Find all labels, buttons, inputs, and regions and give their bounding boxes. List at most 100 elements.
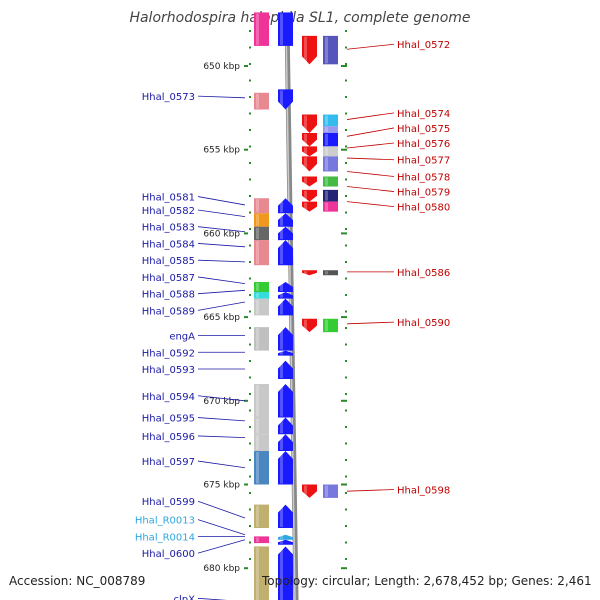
guide-dot: [249, 96, 251, 98]
gene-highlight: [280, 282, 283, 291]
tick-mark: [244, 65, 248, 67]
gene-highlight: [304, 36, 307, 64]
label-leader: [346, 43, 395, 50]
gene-arrow-down: [302, 132, 317, 147]
guide-dot: [249, 162, 251, 164]
gene-highlight: [256, 282, 259, 291]
gene-label-right: Hhal_0580: [397, 203, 450, 214]
accession-text: Accession: NC_008789: [9, 574, 146, 588]
tick-label: 670 kbp: [203, 397, 240, 407]
guide-dot: [249, 63, 251, 65]
gene-highlight: [280, 435, 283, 451]
guide-dot: [249, 492, 251, 494]
guide-dot: [345, 46, 347, 49]
gene-block: [254, 281, 269, 292]
guide-dot: [249, 145, 251, 148]
guide-dot: [345, 162, 347, 164]
gene-highlight: [325, 202, 328, 211]
label-leader: [197, 460, 246, 469]
guide-dot: [345, 558, 347, 560]
guide-dot: [249, 475, 251, 478]
gene-highlight: [256, 299, 259, 315]
tick-mark: [244, 148, 248, 151]
gene-highlight: [256, 214, 259, 226]
guide-dot: [249, 442, 251, 445]
gene-highlight: [280, 241, 283, 265]
guide-dot: [249, 343, 251, 346]
gene-label-left: Hhal_0595: [142, 414, 195, 425]
gene-arrow-up: [278, 451, 293, 485]
label-leader: [197, 417, 246, 422]
tick-mark: [341, 232, 347, 235]
label-leader: [197, 435, 246, 439]
guide-dot: [345, 178, 347, 181]
guide-dot: [345, 492, 347, 494]
gene-label-left: Hhal_0581: [142, 193, 195, 204]
gene-label-right: Hhal_0586: [397, 268, 450, 279]
gene-arrow-up: [278, 291, 293, 299]
gene-label-left: Hhal_0597: [142, 457, 195, 468]
gene-label-left: Hhal_0585: [142, 256, 195, 267]
gene-arrow-down: [278, 89, 293, 110]
guide-dot: [345, 525, 347, 527]
tick-mark: [341, 399, 347, 402]
guide-dot: [249, 327, 251, 329]
gene-block: [323, 201, 338, 212]
gene-arrow-up: [278, 281, 293, 292]
gene-arrow-up: [278, 417, 293, 435]
guide-dot: [249, 426, 251, 428]
gene-block: [323, 270, 338, 276]
gene-highlight: [280, 13, 283, 45]
guide-dot: [249, 360, 251, 362]
gene-label-left: Hhal_0582: [142, 206, 195, 217]
gene-block: [323, 318, 338, 333]
gene-highlight: [280, 547, 283, 600]
gene-block: [278, 12, 293, 46]
guide-dot: [345, 376, 347, 379]
gene-label-right: Hhal_0598: [397, 486, 450, 497]
gene-arrow-up: [278, 384, 293, 418]
label-leader: [346, 127, 395, 137]
tick-mark: [244, 483, 248, 486]
guide-dot: [345, 244, 347, 247]
label-leader: [197, 276, 246, 285]
gene-highlight: [256, 292, 259, 298]
gene-label-left: Hhal_0588: [142, 290, 195, 301]
guide-dot: [249, 525, 251, 527]
label-leader: [346, 112, 395, 120]
gene-highlight: [280, 505, 283, 528]
tick-mark: [341, 567, 347, 570]
label-leader: [346, 171, 395, 177]
guide-dot: [345, 327, 347, 329]
guide-dot: [345, 426, 347, 428]
gene-arrow-up: [278, 198, 293, 214]
tick-mark: [244, 232, 248, 235]
tick-mark: [341, 65, 347, 67]
gene-block: [323, 146, 338, 157]
gene-highlight: [256, 435, 259, 451]
gene-highlight: [256, 418, 259, 434]
gene-block: [254, 384, 269, 418]
gene-block: [323, 126, 338, 133]
guide-dot: [249, 178, 251, 181]
gene-highlight: [325, 147, 328, 156]
guide-dot: [249, 294, 251, 296]
gene-highlight: [256, 227, 259, 240]
gene-arrow-down: [302, 176, 317, 187]
gene-arrow-up: [278, 539, 293, 545]
label-leader: [197, 226, 246, 233]
gene-highlight: [256, 547, 259, 600]
gene-label-right: Hhal_0572: [397, 40, 450, 51]
guide-dot: [345, 442, 347, 445]
gene-label-left: Hhal_R0014: [135, 532, 195, 543]
gene-arrow-down: [302, 114, 317, 133]
gene-arrow-up: [278, 360, 293, 380]
guide-dot: [345, 541, 347, 544]
gene-highlight: [256, 13, 259, 45]
gene-highlight: [325, 271, 328, 275]
guide-dot: [249, 393, 251, 395]
guide-dot: [249, 112, 251, 115]
label-leader: [346, 489, 395, 492]
label-leader: [197, 259, 246, 263]
